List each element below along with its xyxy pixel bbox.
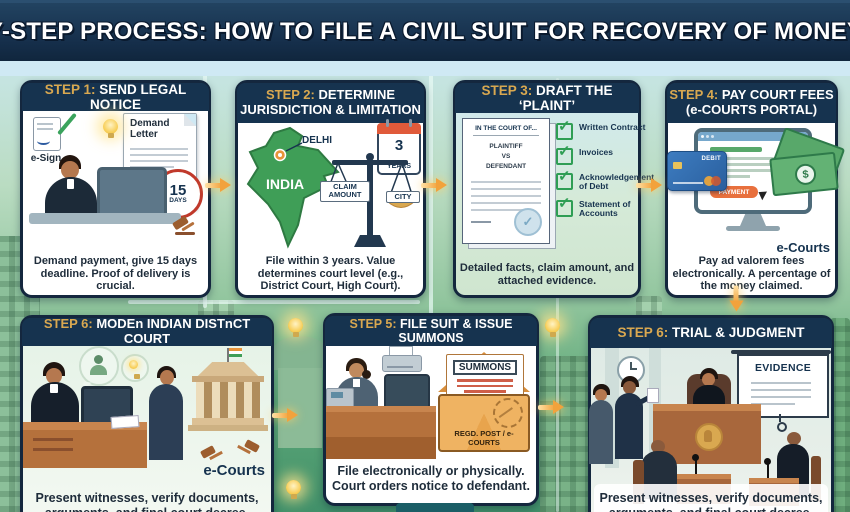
- flow-arrow-right: [205, 178, 233, 193]
- svg-text:INDIA: INDIA: [266, 176, 304, 192]
- card-step3: STEP 3: DRAFT THE ‘PLAINT’ IN THE COURT …: [453, 80, 654, 298]
- card-step6-right-caption: Present witnesses, verify documents, arg…: [594, 484, 828, 512]
- card-step3-header: STEP 3: DRAFT THE ‘PLAINT’: [455, 83, 639, 113]
- scale-left-label: CLAIM AMOUNT: [320, 181, 370, 202]
- evidence-checklist: ✓ Written Contract ✓ Invoices ✓ Acknowle…: [556, 118, 655, 226]
- checklist-item: ✓ Invoices: [556, 143, 649, 165]
- ecourts-label: e-Courts: [203, 462, 265, 479]
- flow-arrow-right: [538, 400, 566, 415]
- gavel-icon: [237, 439, 263, 456]
- cursor-icon: [758, 188, 770, 201]
- card-step6-right: STEP 6: TRIAL & JUDGMENT EVIDENCE: [588, 315, 834, 512]
- card-step6-left-caption: Present witnesses, verify documents, arg…: [35, 491, 259, 512]
- title-bar: STEP-BY-STEP PROCESS: HOW TO FILE A CIVI…: [0, 0, 850, 61]
- printer-icon: [382, 346, 422, 372]
- card-step5: STEP 5: FILE SUIT & ISSUE SUMMONS: [323, 313, 539, 506]
- microphone-icon: [763, 458, 773, 480]
- card-step4-body: PAYMENT DEBIT $ e-Courts: [667, 123, 846, 255]
- monitor-base: [726, 226, 780, 231]
- card-step2-header: STEP 2: DETERMINE JURISDICTION & LIMITAT…: [237, 83, 424, 123]
- summons-label: SUMMONS: [452, 360, 518, 375]
- desk: [23, 422, 147, 468]
- lightbulb-icon: [103, 119, 118, 138]
- card-step6-right-header: STEP 6: TRIAL & JUDGMENT: [590, 318, 832, 348]
- letter-title: Demand Letter: [130, 118, 170, 140]
- desk: [326, 406, 436, 459]
- flow-arrow-down: [729, 285, 744, 314]
- card-step4-caption: Pay ad valorem fees electronically. A pe…: [672, 254, 831, 293]
- debit-card-icon: DEBIT: [667, 151, 727, 191]
- esign-label: e-Sign: [30, 153, 62, 164]
- card-step6-left-header: STEP 6: MODEn INDIAN DISTnCT COURT: [22, 317, 272, 346]
- checklist-item: ✓ Written Contract: [556, 118, 649, 140]
- page-title: STEP-BY-STEP PROCESS: HOW TO FILE A CIVI…: [0, 18, 850, 45]
- flow-arrow-right: [272, 408, 300, 423]
- lightbulb-icon: [545, 318, 560, 337]
- monitor-stand: [740, 214, 766, 226]
- checkbox-icon: ✓: [556, 195, 573, 217]
- flow-arrow-right: [421, 178, 449, 193]
- calendar-icon: 3 YEARS: [377, 119, 421, 175]
- footer-strip: [396, 503, 474, 512]
- checkbox-icon: ✓: [556, 143, 573, 165]
- microphone-icon: [691, 454, 701, 476]
- card-step5-header: STEP 5: FILE SUIT & ISSUE SUMMONS: [325, 316, 537, 346]
- gavel-icon: [171, 215, 197, 235]
- evidence-label: EVIDENCE: [754, 362, 812, 374]
- judge-bench: [653, 404, 761, 464]
- scale-right-label: CITY: [386, 191, 420, 204]
- speech-bubble-idea: [121, 354, 149, 382]
- flow-arrow-right: [636, 178, 664, 193]
- esign-doc-icon: [33, 112, 77, 151]
- divider-strip: [0, 58, 850, 76]
- ecourts-label: e-Courts: [776, 240, 830, 255]
- circuit-line-v: [429, 58, 433, 512]
- card-step1: STEP 1: SEND LEGAL NOTICE e-Sign Demand …: [20, 80, 211, 298]
- dome-silhouette: [272, 336, 328, 370]
- money-icon: $: [769, 127, 846, 199]
- checklist-item: ✓ Acknowledgement of Debt: [556, 168, 655, 192]
- emblem-icon: [695, 423, 723, 451]
- lightbulb-icon: [288, 318, 303, 337]
- card-step3-body: IN THE COURT OF... PLAINTIFF VS DEFENDAN…: [456, 113, 654, 257]
- monitor-icon: [384, 374, 430, 412]
- dome-base: [278, 368, 322, 448]
- courthouse-icon: [188, 348, 268, 442]
- checklist-item: ✓ Statement of Accounts: [556, 194, 631, 219]
- lightbulb-icon: [286, 480, 301, 499]
- card-step6-left: STEP 6: MODEn INDIAN DISTnCT COURT: [20, 315, 274, 512]
- card-step6-left-body: e-Courts: [23, 346, 271, 512]
- seal-icon: ✓: [514, 208, 542, 236]
- plaint-document: IN THE COURT OF... PLAINTIFF VS DEFENDAN…: [462, 118, 550, 244]
- card-step2-body: INDIA DELHI 3 YEARS: [238, 119, 423, 255]
- card-step1-caption: Demand payment, give 15 days deadline. P…: [33, 254, 198, 293]
- speech-bubble: [79, 346, 119, 391]
- envelope-icon: SUMMONS REGD. POST / e-COURTS: [438, 346, 530, 454]
- register-icon: [326, 388, 354, 408]
- card-step3-caption: Detailed facts, claim amount, and attach…: [459, 262, 635, 287]
- card-step1-header: STEP 1: SEND LEGAL NOTICE: [22, 82, 209, 112]
- pen-icon: [57, 112, 77, 136]
- building-silhouette: [540, 356, 592, 512]
- card-step4: STEP 4: PAY COURT FEES (e-COURTS PORTAL)…: [665, 80, 846, 298]
- card-step4-header: STEP 4: PAY COURT FEES (e-COURTS PORTAL): [667, 83, 836, 123]
- paper-icon: [110, 415, 140, 429]
- circuit-line-h: [128, 300, 420, 304]
- building-silhouette: [830, 318, 850, 512]
- flag-icon: [227, 348, 229, 362]
- card-step5-caption: File electronically or physically. Court…: [332, 464, 530, 493]
- delhi-label: DELHI: [302, 135, 332, 146]
- checkbox-icon: ✓: [556, 118, 573, 140]
- card-step2: STEP 2: DETERMINE JURISDICTION & LIMITAT…: [235, 80, 426, 298]
- doc-header: IN THE COURT OF...: [475, 125, 537, 132]
- checkbox-icon: ✓: [556, 168, 573, 190]
- gavel-icon: [199, 445, 225, 462]
- card-step2-caption: File within 3 years. Value determines co…: [257, 254, 404, 293]
- desk: [29, 213, 181, 224]
- card-step5-body: SUMMONS REGD. POST / e-COURTS: [326, 346, 536, 459]
- card-step1-body: e-Sign Demand Letter 15 DAYS: [23, 111, 208, 255]
- post-label: REGD. POST / e-COURTS: [454, 429, 514, 447]
- india-map: INDIA: [246, 126, 340, 249]
- postal-stamp-icon: [489, 394, 527, 432]
